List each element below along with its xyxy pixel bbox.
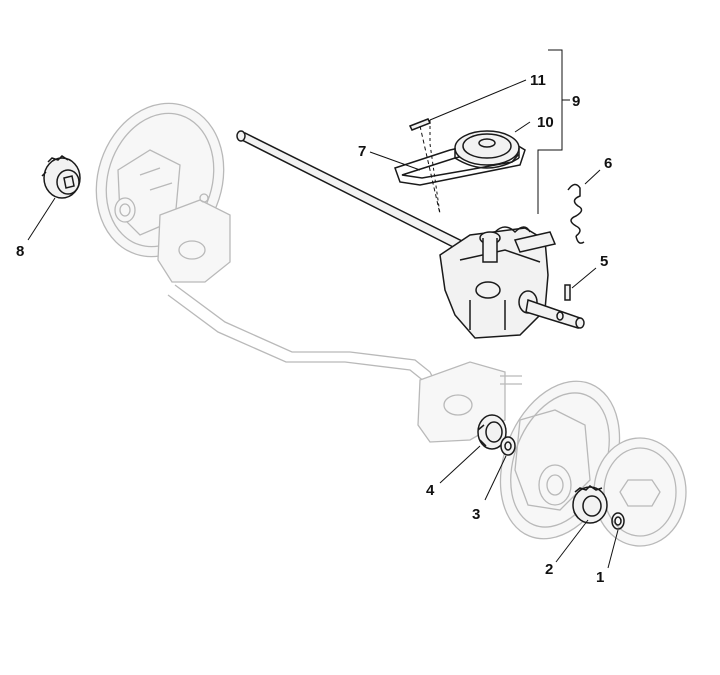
key [564,284,571,301]
callout-11: 11 [530,72,546,89]
pulley [454,130,520,169]
drive-axle [236,130,472,253]
callout-1: 1 [596,569,604,586]
callout-2: 2 [545,561,553,578]
drive-gear-ghost [593,437,687,547]
leader-lines [27,49,619,569]
callout-8: 8 [16,243,24,260]
spring [567,183,585,244]
washer-3 [500,436,516,456]
callout-3: 3 [472,506,480,523]
callout-9: 9 [572,93,580,110]
circlip [611,512,625,530]
gearbox [439,226,585,339]
callout-labels: 1 2 3 4 5 6 7 8 9 10 11 [16,72,612,586]
bearing [477,414,507,450]
pinion-gear-left [41,155,81,199]
height-adjuster-ghost [157,193,522,443]
pin [408,118,441,215]
callout-10: 10 [537,114,554,131]
callout-5: 5 [600,253,608,270]
pinion-gear-right [572,485,608,524]
callout-7: 7 [358,143,366,160]
callout-4: 4 [426,482,435,499]
callout-6: 6 [604,155,612,172]
